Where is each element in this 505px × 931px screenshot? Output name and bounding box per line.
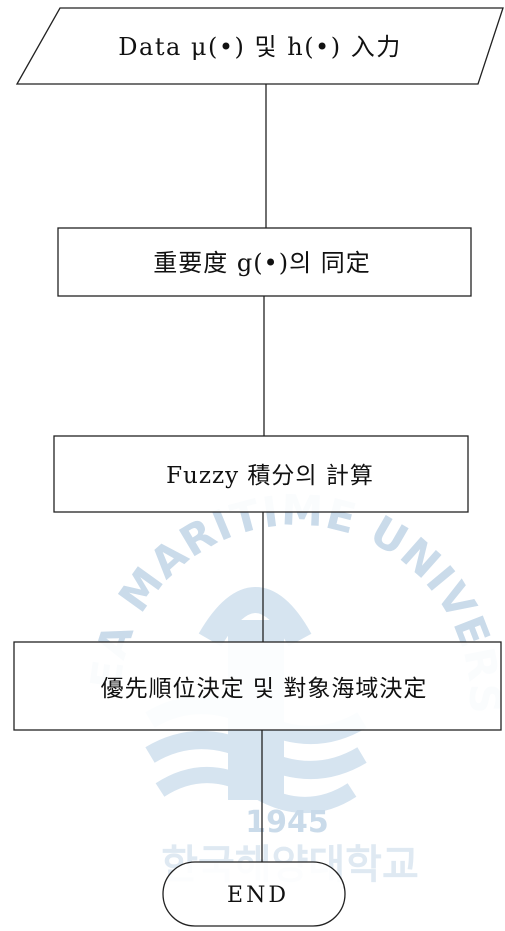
priority-label: 優先順位決定 및 對象海域決定	[101, 676, 428, 702]
importance-node: 重要度 g(•)의 同定	[57, 227, 472, 297]
integral-node: Fuzzy 積分의 計算	[53, 435, 469, 513]
input-data-node: Data μ(•) 및 h(•) 入力	[15, 7, 504, 85]
end-node: END	[162, 861, 346, 927]
importance-label: 重要度 g(•)의 同定	[153, 249, 371, 277]
seal-year: 1945	[245, 805, 329, 840]
connectors	[261, 84, 267, 862]
input-data-label: Data μ(•) 및 h(•) 入力	[118, 33, 401, 61]
integral-label: Fuzzy 積分의 計算	[166, 463, 374, 489]
priority-node: 優先順位決定 및 對象海域決定	[13, 641, 502, 731]
end-label: END	[227, 883, 289, 908]
